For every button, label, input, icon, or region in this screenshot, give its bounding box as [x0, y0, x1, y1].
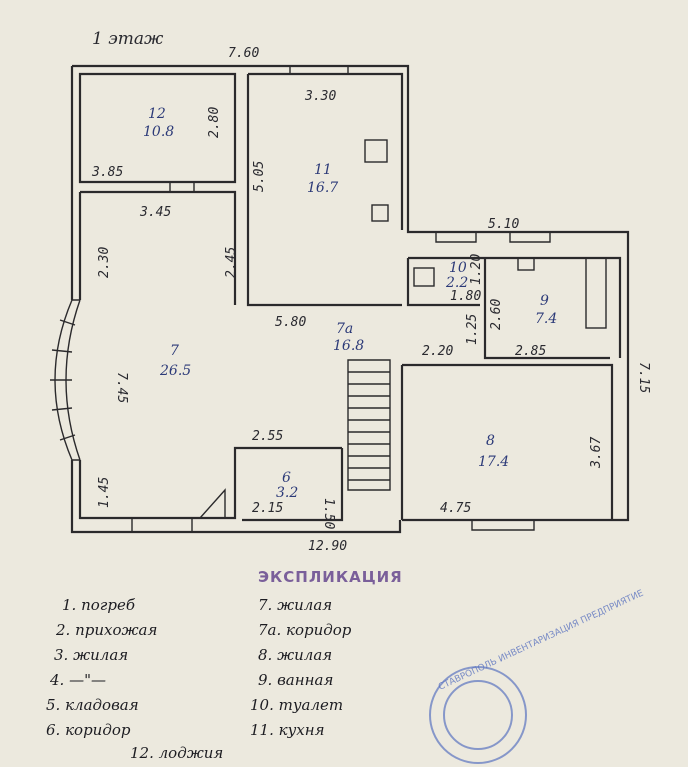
dim: 2.30 — [97, 247, 112, 278]
stamp-text: СТАВРОПОЛЬ ИНВЕНТАРИЗАЦИЯ ПРЕДПРИЯТИЕ — [437, 588, 645, 692]
list-item: 6. коридор — [46, 721, 131, 739]
dim: 1.25 — [465, 314, 480, 345]
dim: 2.60 — [489, 299, 504, 330]
dim: 7.15 — [636, 362, 651, 393]
room-number: 7 — [170, 343, 179, 359]
list-item: 5. кладовая — [46, 696, 139, 714]
stairs — [347, 359, 391, 491]
list-item: 10. туалет — [250, 696, 343, 714]
dim: 3.30 — [304, 89, 336, 104]
dim: 5.05 — [252, 161, 267, 192]
list-item: 8. жилая — [258, 646, 332, 664]
room-area: 7.4 — [535, 311, 557, 327]
dim: 2.55 — [252, 429, 283, 444]
dim: 3.67 — [589, 437, 604, 469]
room-number: 11 — [314, 162, 332, 178]
dim: 5.10 — [488, 217, 519, 232]
dim: 2.45 — [224, 247, 239, 278]
room-number: 12 — [148, 106, 166, 122]
dim: 4.75 — [440, 501, 471, 516]
room-area: 26.5 — [159, 363, 191, 379]
room-area: 2.2 — [445, 275, 468, 291]
list-item: 2. прихожая — [55, 621, 157, 639]
dim: 3.45 — [139, 205, 171, 220]
list-item: 1. погреб — [62, 596, 136, 614]
room-area: 10.8 — [143, 124, 174, 140]
room-number: 7а — [336, 321, 353, 337]
floor-title: 1 этаж — [92, 29, 164, 49]
room-number: 9 — [540, 293, 549, 309]
list-item: 4. —"— — [49, 671, 106, 689]
room-number: 10 — [449, 260, 467, 276]
dim: 7.45 — [114, 372, 129, 403]
list-item: 7а. коридор — [258, 621, 352, 639]
dim: 2.80 — [207, 107, 222, 138]
room-area: 16.8 — [333, 338, 364, 354]
room-number: 8 — [486, 433, 495, 449]
room-area: 16.7 — [307, 180, 338, 196]
dimensions: 7.60 2.80 3.85 3.30 5.05 3.45 2.30 2.45 … — [91, 46, 651, 554]
dim: 1.50 — [321, 498, 336, 529]
walls — [50, 64, 630, 534]
list-item: 3. жилая — [54, 646, 128, 664]
list-item: 9. ванная — [258, 671, 333, 689]
dim: 1.45 — [97, 477, 112, 508]
dim: 2.15 — [252, 501, 283, 516]
room-labels: 12 10.8 11 16.7 7 26.5 7а 16.8 10 2.2 9 … — [143, 106, 557, 501]
dim: 2.20 — [422, 344, 453, 359]
explication-title: ЭКСПЛИКАЦИЯ — [258, 568, 403, 586]
room-area: 17.4 — [478, 454, 509, 470]
explication-list: 1. погреб 2. прихожая 3. жилая 4. —"— 5.… — [46, 596, 352, 762]
dim: 1.80 — [450, 289, 481, 304]
list-item: 7. жилая — [258, 596, 332, 614]
room-area: 3.2 — [276, 485, 298, 501]
dim: 1.20 — [469, 254, 484, 285]
list-item: 12. лоджия — [130, 744, 223, 762]
dim: 2.85 — [515, 344, 546, 359]
official-stamp: СТАВРОПОЛЬ ИНВЕНТАРИЗАЦИЯ ПРЕДПРИЯТИЕ — [429, 588, 645, 764]
dim: 3.85 — [91, 165, 123, 180]
dim: 5.80 — [275, 315, 306, 330]
list-item: 11. кухня — [250, 721, 325, 739]
room-number: 6 — [282, 470, 291, 486]
dim-top-total: 7.60 — [228, 46, 259, 61]
dim-bottom-total: 12.90 — [308, 539, 347, 554]
